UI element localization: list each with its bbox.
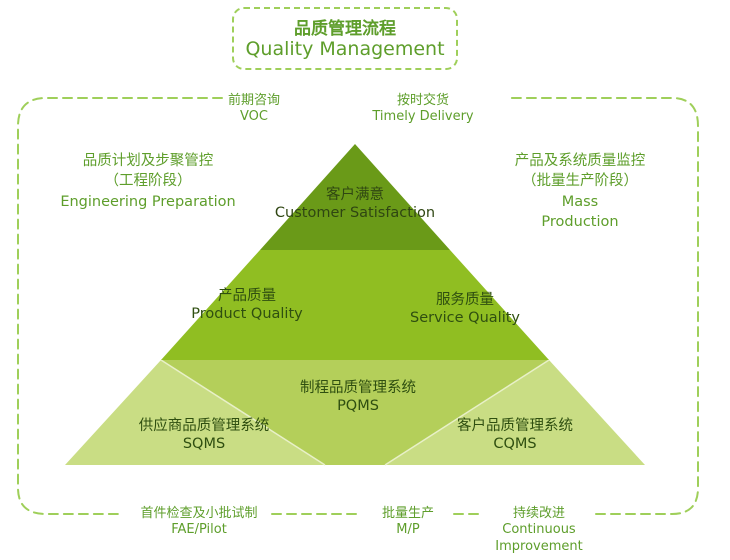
title-chinese: 品质管理流程 xyxy=(294,19,396,39)
product-quality-cn: 产品质量 xyxy=(218,288,276,304)
top-item-delivery: 按时交货 Timely Delivery xyxy=(358,93,488,126)
pyramid-base-left-label: 供应商品质管理系统 SQMS xyxy=(118,417,290,453)
right-phase-label: 产品及系统质量监控 （批量生产阶段） Mass Production xyxy=(485,151,675,232)
continuous-en2: Improvement xyxy=(495,538,583,554)
pyramid-base-center-label: 制程品质管理系统 PQMS xyxy=(272,379,444,415)
pyramid-apex xyxy=(260,144,450,250)
sqms-en: SQMS xyxy=(182,436,226,453)
voc-en: VOC xyxy=(240,109,268,125)
right-phase-en1: Mass xyxy=(561,193,599,210)
cqms-en: CQMS xyxy=(493,436,537,453)
left-phase-sub: （工程阶段） xyxy=(104,173,192,190)
bottom-item-continuous: 持续改进 Continuous Improvement xyxy=(484,506,594,555)
outer-dashed-frame xyxy=(17,97,699,515)
left-phase-en: Engineering Preparation xyxy=(60,193,236,210)
sqms-cn: 供应商品质管理系统 xyxy=(138,418,270,434)
fae-en: FAE/Pilot xyxy=(171,522,227,538)
pyramid-apex-label: 客户满意 Customer Satisfaction xyxy=(268,186,442,222)
pyramid-middle-right-label: 服务质量 Service Quality xyxy=(392,291,538,327)
title-box xyxy=(232,7,458,70)
mp-cn: 批量生产 xyxy=(381,506,434,521)
bottom-item-mp: 批量生产 M/P xyxy=(364,506,452,539)
pqms-en: PQMS xyxy=(337,398,379,415)
service-quality-cn: 服务质量 xyxy=(436,292,494,308)
apex-cn: 客户满意 xyxy=(326,187,384,203)
bottom-item-fae: 首件检查及小批试制 FAE/Pilot xyxy=(124,506,274,539)
title-english: Quality Management xyxy=(245,38,445,60)
pyramid-middle-left-label: 产品质量 Product Quality xyxy=(172,287,322,323)
fae-cn: 首件检查及小批试制 xyxy=(140,506,258,521)
mp-en: M/P xyxy=(396,522,420,538)
delivery-en: Timely Delivery xyxy=(372,109,474,125)
product-quality-en: Product Quality xyxy=(191,306,303,323)
pyramid-base-right-label: 客户品质管理系统 CQMS xyxy=(432,417,598,453)
voc-cn: 前期咨询 xyxy=(227,93,280,108)
top-item-voc: 前期咨询 VOC xyxy=(204,93,304,126)
left-phase-label: 品质计划及步聚管控 （工程阶段） Engineering Preparation xyxy=(38,151,258,212)
cqms-cn: 客户品质管理系统 xyxy=(457,418,573,434)
base-divider-right xyxy=(384,359,550,466)
service-quality-en: Service Quality xyxy=(409,310,520,327)
apex-en: Customer Satisfaction xyxy=(274,205,436,222)
base-divider-left xyxy=(160,359,326,466)
continuous-cn: 持续改进 xyxy=(512,506,565,521)
right-phase-sub: （批量生产阶段） xyxy=(522,173,638,190)
left-phase-cn: 品质计划及步聚管控 xyxy=(82,153,214,169)
continuous-en1: Continuous xyxy=(502,522,576,538)
right-phase-en2: Production xyxy=(541,213,619,230)
pyramid-middle-tier xyxy=(161,250,549,360)
right-phase-cn: 产品及系统质量监控 xyxy=(514,153,646,169)
delivery-cn: 按时交货 xyxy=(396,93,449,108)
pyramid-base-center xyxy=(161,360,549,465)
pqms-cn: 制程品质管理系统 xyxy=(300,380,416,396)
